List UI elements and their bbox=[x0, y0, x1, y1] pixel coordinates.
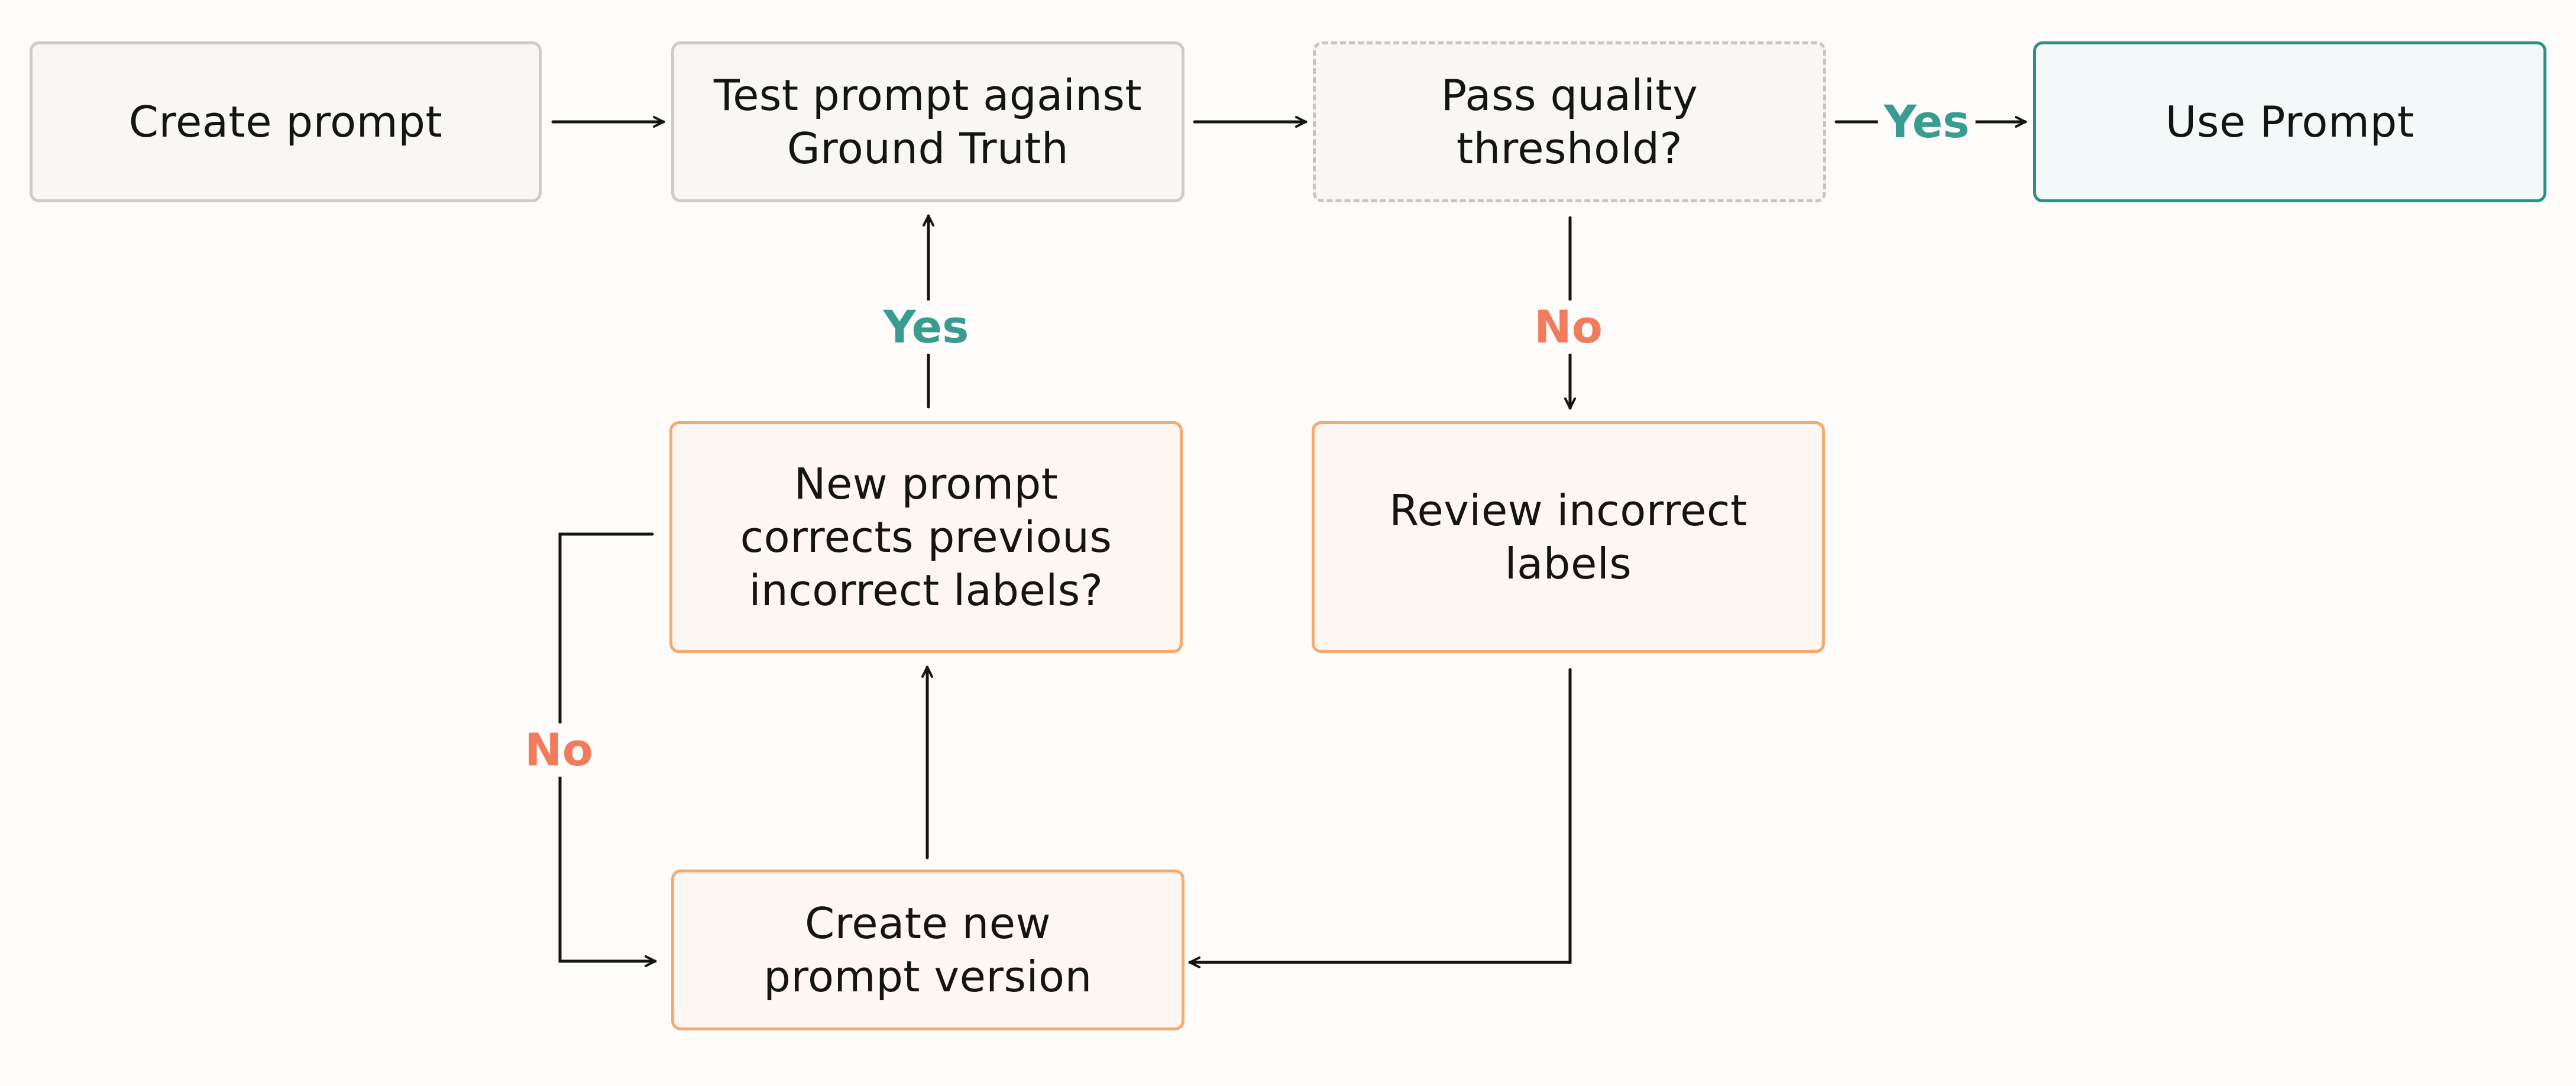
node-review-incorrect-labels: Review incorrect labels bbox=[1312, 421, 1825, 653]
node-pass-quality-line-2: threshold? bbox=[1456, 124, 1683, 173]
node-create-new-prompt-version: Create new prompt version bbox=[671, 870, 1185, 1030]
node-create-new-version-line-2: prompt version bbox=[763, 952, 1092, 1001]
node-new-prompt-corrects-line-1: New prompt bbox=[794, 459, 1059, 509]
node-new-prompt-corrects-line-3: incorrect labels? bbox=[749, 565, 1103, 615]
node-test-prompt-line-1: Test prompt against bbox=[713, 70, 1143, 120]
node-create-prompt-line: Create prompt bbox=[128, 97, 443, 147]
edge-label-corrects-to-new-version: No bbox=[519, 723, 599, 777]
edge-label-corrects-to-test: Yes bbox=[877, 300, 975, 354]
node-new-prompt-corrects-decision: New prompt corrects previous incorrect l… bbox=[669, 421, 1183, 653]
node-use-prompt-line: Use Prompt bbox=[2165, 97, 2415, 147]
node-pass-quality-line-1: Pass quality bbox=[1441, 70, 1698, 120]
edge-label-pass-to-use: Yes bbox=[1878, 95, 1976, 148]
node-test-prompt: Test prompt against Ground Truth bbox=[671, 41, 1185, 202]
arrow-review-to-new-version bbox=[1188, 668, 1572, 968]
edge-label-pass-to-review: No bbox=[1528, 300, 1609, 354]
node-create-prompt: Create prompt bbox=[30, 41, 542, 202]
node-test-prompt-line-2: Ground Truth bbox=[787, 124, 1069, 173]
node-new-prompt-corrects-line-2: corrects previous bbox=[740, 512, 1112, 562]
node-review-incorrect-line-1: Review incorrect bbox=[1389, 486, 1747, 535]
node-review-incorrect-line-2: labels bbox=[1504, 539, 1632, 589]
node-use-prompt: Use Prompt bbox=[2033, 41, 2546, 202]
node-pass-quality-decision: Pass quality threshold? bbox=[1313, 41, 1826, 202]
node-create-new-version-line-1: Create new bbox=[805, 898, 1051, 948]
